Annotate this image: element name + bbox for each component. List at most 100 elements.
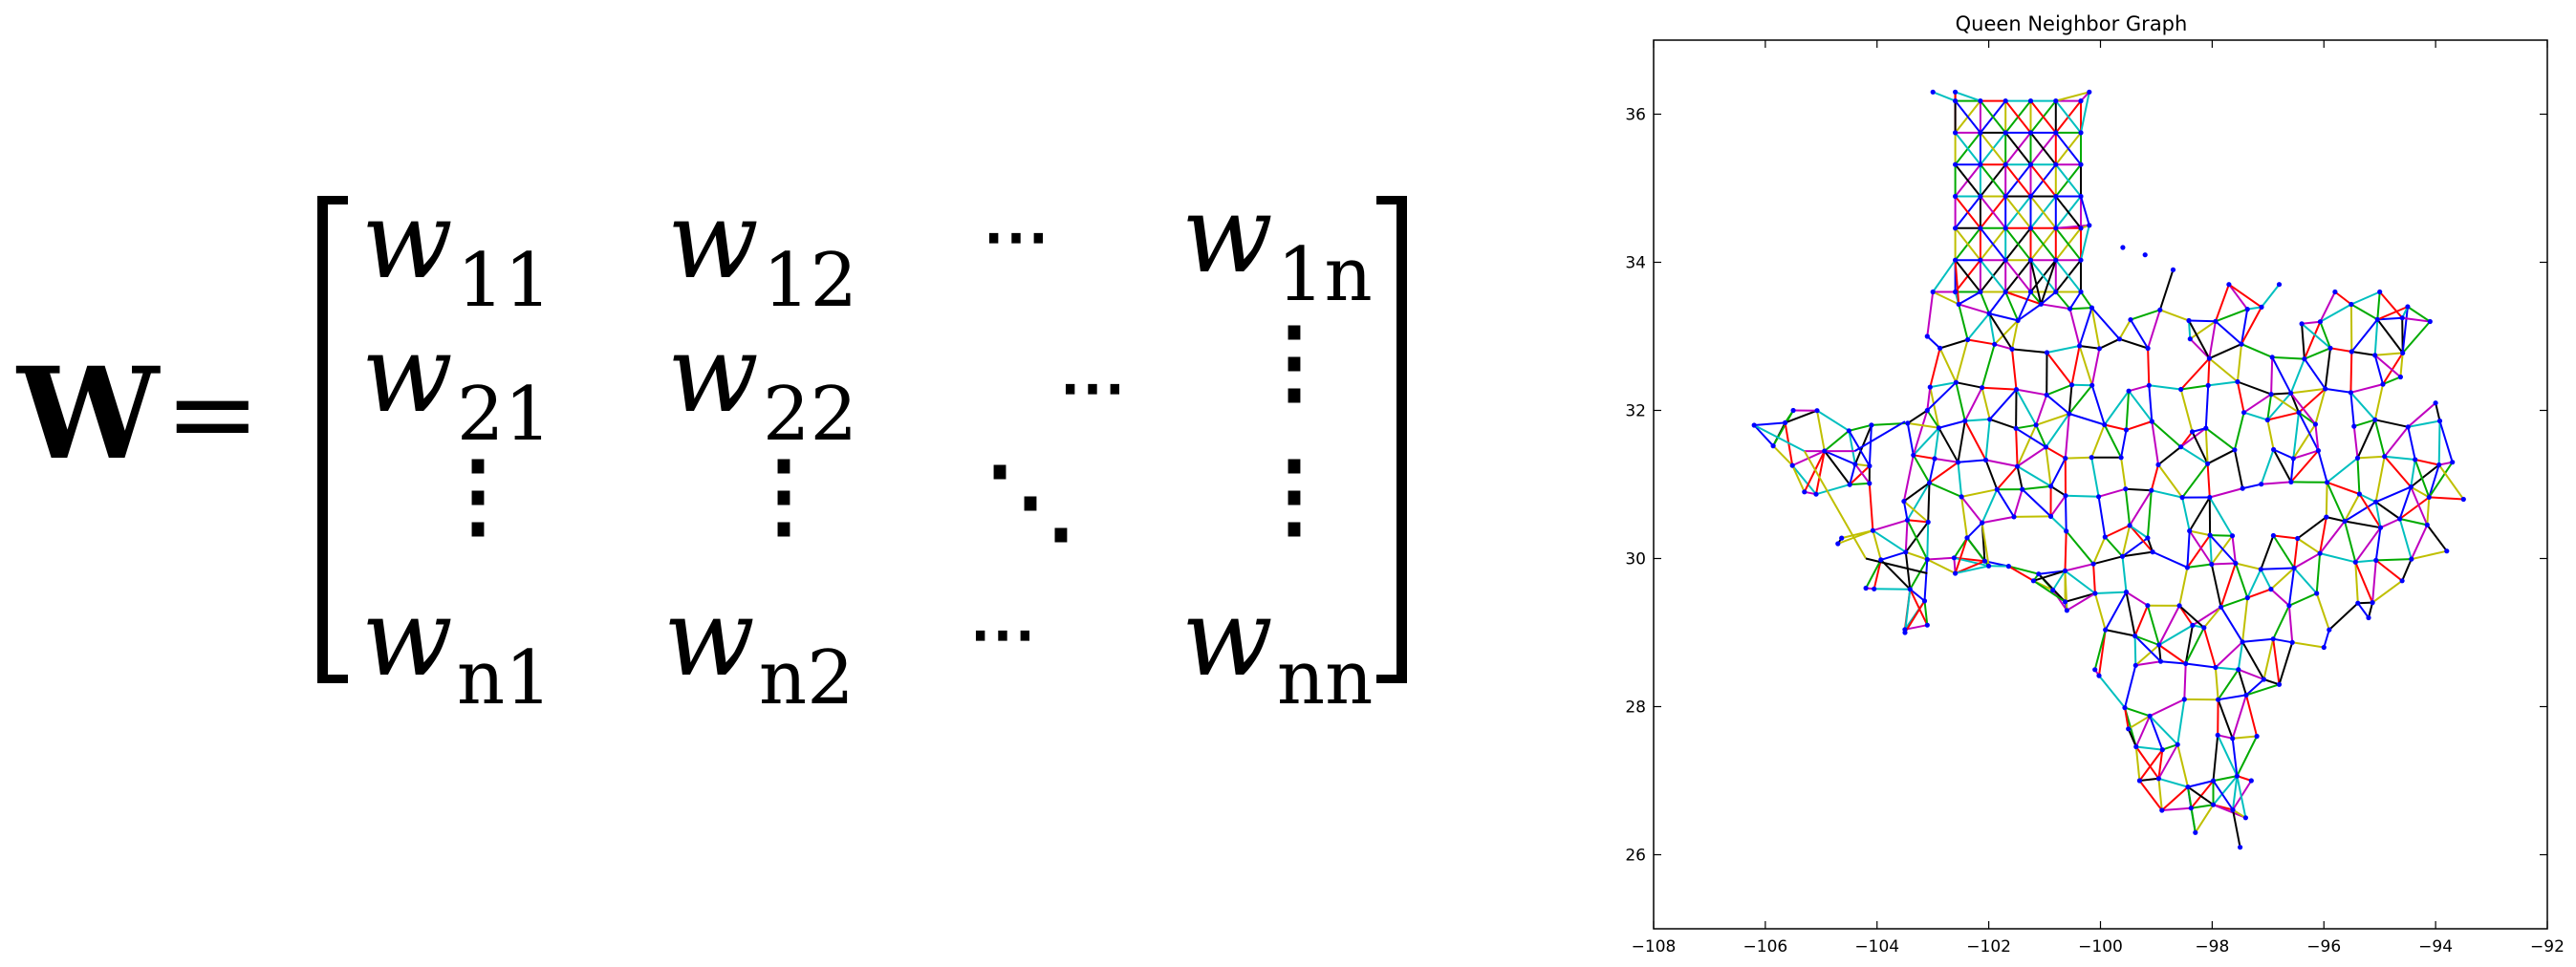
neighbor-edge xyxy=(1904,624,1928,631)
neighbor-edge xyxy=(2354,526,2382,563)
neighbor-edge xyxy=(2344,521,2357,563)
county-node xyxy=(2053,193,2059,200)
neighbor-edge xyxy=(2304,358,2327,390)
vdots-glyph: ⋮ xyxy=(1248,307,1340,415)
county-node xyxy=(1955,460,1961,465)
neighbor-edge xyxy=(2356,458,2361,495)
county-node xyxy=(2183,660,2189,667)
neighbor-edge xyxy=(2004,163,2032,198)
entry-base: w xyxy=(663,576,755,700)
neighbor-edge xyxy=(2127,728,2137,747)
county-node xyxy=(2399,578,2405,584)
neighbor-edge xyxy=(2314,423,2320,451)
county-node xyxy=(2348,390,2353,396)
county-node xyxy=(2027,130,2034,136)
neighbor-edge xyxy=(2125,591,2136,636)
county-node xyxy=(2400,350,2406,355)
neighbor-edge xyxy=(1955,91,1981,102)
neighbor-edge xyxy=(2179,357,2211,391)
county-node xyxy=(2149,487,2154,493)
neighbor-edge xyxy=(1958,459,1986,463)
county-node xyxy=(2377,289,2383,295)
neighbor-edge xyxy=(2176,743,2189,787)
neighbor-edge xyxy=(2371,560,2377,603)
neighbor-edge xyxy=(2273,534,2298,540)
county-node xyxy=(2118,455,2124,461)
neighbor-edge xyxy=(2375,558,2412,562)
county-node xyxy=(1867,481,1872,486)
county-node xyxy=(2123,590,2130,595)
county-node xyxy=(2258,567,2263,572)
neighbor-edge xyxy=(2161,785,2189,811)
neighbor-edge xyxy=(2185,662,2217,669)
neighbor-edge xyxy=(2414,459,2431,498)
neighbor-edge xyxy=(1904,551,1912,590)
county-node xyxy=(2188,806,2194,811)
neighbor-edge xyxy=(2261,481,2291,485)
neighbor-edge xyxy=(1753,424,1774,447)
county-node xyxy=(2268,587,2274,592)
neighbor-edge xyxy=(2376,306,2409,321)
neighbor-edge xyxy=(1824,450,1851,485)
county-node xyxy=(2261,677,2266,682)
neighbor-edge xyxy=(2125,487,2152,492)
county-node xyxy=(1953,98,1959,104)
neighbor-edge xyxy=(1996,465,2019,490)
neighbor-edge xyxy=(2208,343,2242,360)
neighbor-edge xyxy=(2068,308,2081,347)
county-node xyxy=(1927,384,1933,390)
neighbor-edge xyxy=(2273,637,2293,644)
county-node xyxy=(2128,317,2133,323)
county-node xyxy=(1789,462,1795,468)
county-node xyxy=(2150,549,2155,555)
neighbor-edge xyxy=(2041,303,2070,311)
county-node xyxy=(1987,417,1993,422)
neighbor-edge xyxy=(2004,227,2032,261)
neighbor-edge xyxy=(2243,411,2268,421)
neighbor-edge xyxy=(2217,669,2240,700)
neighbor-edge xyxy=(1926,335,1941,350)
county-node xyxy=(2087,223,2092,228)
neighbor-edge xyxy=(2214,284,2230,322)
county-node xyxy=(1980,520,1985,526)
x-axis-ticks: −108−106−104−102−100−98−96−94−92 xyxy=(1632,40,2565,956)
neighbor-edge xyxy=(1981,387,1991,420)
county-node xyxy=(2314,591,2320,596)
county-node xyxy=(1953,379,1959,385)
neighbor-edge xyxy=(2323,629,2330,648)
neighbor-edge xyxy=(2374,456,2386,503)
neighbor-edge xyxy=(2208,496,2234,537)
county-node xyxy=(2397,516,2403,522)
county-node xyxy=(1953,257,1959,263)
neighbor-edge xyxy=(2319,321,2331,349)
neighbor-edge xyxy=(1932,290,1959,306)
neighbor-edge xyxy=(1988,388,2018,420)
neighbor-edge xyxy=(2203,606,2222,629)
county-node xyxy=(2373,557,2379,564)
neighbor-edge xyxy=(2214,667,2219,700)
county-node xyxy=(2145,535,2151,541)
neighbor-edge xyxy=(2344,493,2361,522)
neighbor-edge xyxy=(2181,462,2209,499)
county-node xyxy=(2288,390,2294,396)
neighbor-edge xyxy=(2428,464,2440,498)
county-node xyxy=(2271,446,2277,453)
neighbor-edge xyxy=(2272,534,2295,569)
entry-base: w xyxy=(667,312,759,437)
neighbor-edge xyxy=(2011,348,2047,354)
neighbor-edge xyxy=(2326,482,2346,522)
neighbor-edge xyxy=(2121,556,2128,592)
neighbor-edge xyxy=(2215,308,2248,323)
county-node xyxy=(2181,697,2187,702)
neighbor-edge xyxy=(2266,419,2275,450)
neighbor-edge xyxy=(2129,489,2153,526)
county-node xyxy=(2426,494,2432,501)
neighbor-edge xyxy=(2094,591,2127,594)
neighbor-edge xyxy=(2208,357,2239,383)
neighbor-edge xyxy=(2064,569,2096,594)
neighbor-edge xyxy=(1928,458,1936,484)
neighbor-edge xyxy=(2134,715,2152,747)
neighbor-edge xyxy=(2260,569,2272,591)
neighbor-edge xyxy=(2287,568,2296,606)
